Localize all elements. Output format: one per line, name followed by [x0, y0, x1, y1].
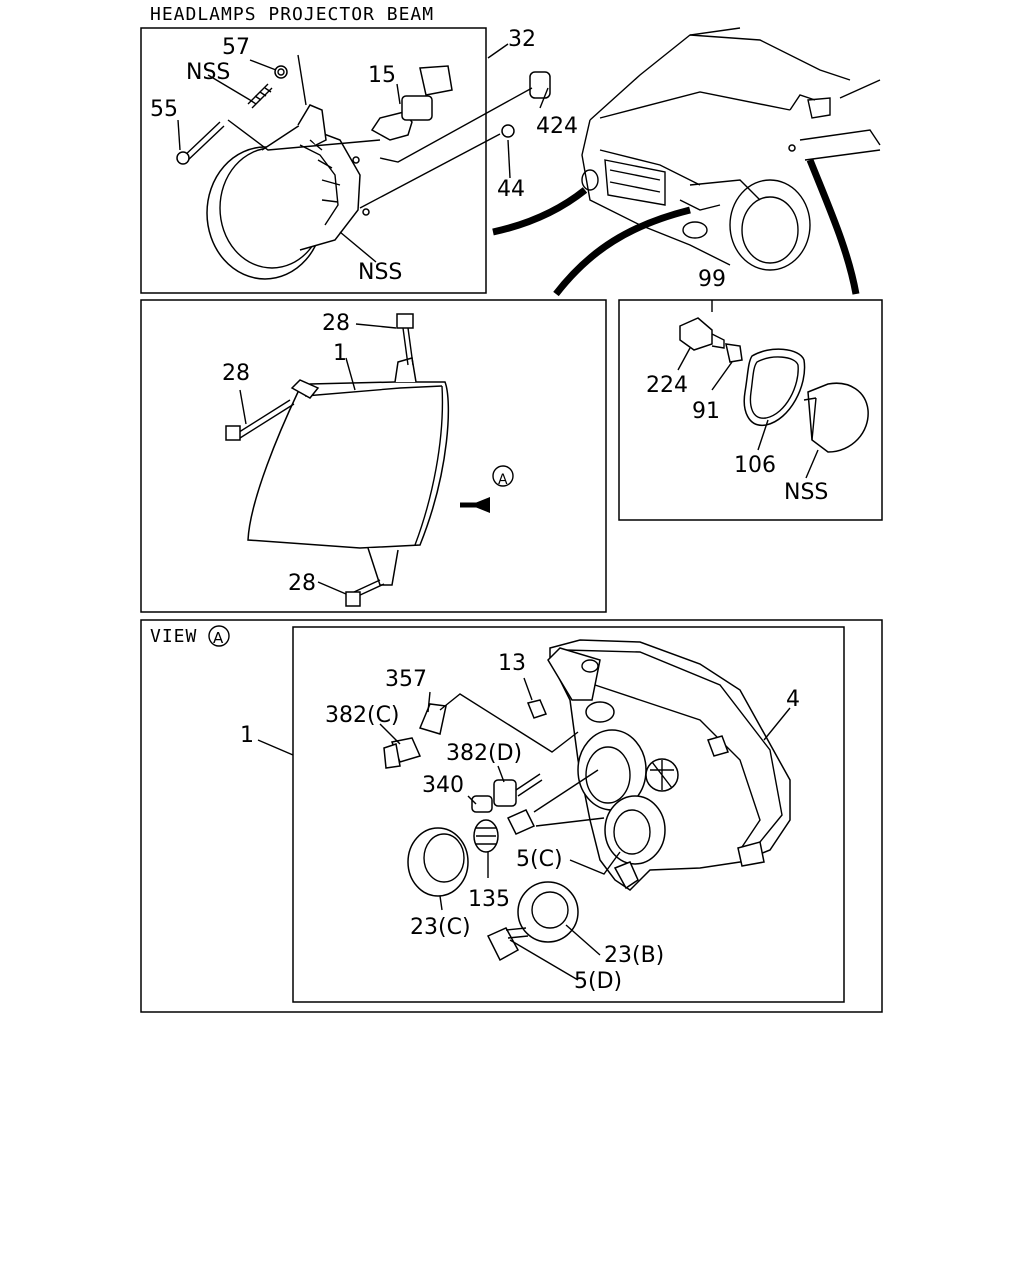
label-23b: 23(B)	[604, 943, 664, 968]
view-a-inner-panel	[292, 626, 845, 1003]
label-135: 135	[468, 887, 510, 912]
label-44-text: 44	[497, 177, 525, 202]
view-marker: A	[213, 629, 224, 647]
view-label: VIEW	[150, 626, 197, 647]
label-5c: 5(C)	[516, 847, 563, 872]
pointer-headlamp	[553, 206, 691, 297]
label-55: 55	[150, 97, 178, 122]
headlamp-housing-drawing	[257, 639, 791, 981]
label-1-view: 1	[240, 723, 254, 748]
label-32: 32	[508, 27, 536, 52]
view-arrow-marker: A	[498, 472, 508, 488]
label-382d: 382(D)	[446, 741, 522, 766]
label-nss-fog-top: NSS	[186, 60, 230, 85]
label-28-left: 28	[222, 361, 250, 386]
label-nss-side: NSS	[784, 480, 828, 505]
view-marker-circle	[208, 625, 230, 647]
label-15: 15	[368, 63, 396, 88]
label-357: 357	[385, 667, 427, 692]
diagram-title: HEADLAMPS PROJECTOR BEAM	[150, 4, 434, 25]
label-340: 340	[422, 773, 464, 798]
fog-lamp-panel	[140, 27, 487, 294]
side-marker-drawing	[677, 300, 869, 479]
headlamp-drawing	[225, 313, 514, 607]
label-57: 57	[222, 35, 250, 60]
label-13: 13	[498, 651, 526, 676]
label-424: 424	[536, 114, 578, 139]
label-28-top: 28	[322, 311, 350, 336]
pointer-side-marker	[806, 158, 860, 295]
label-4: 4	[786, 687, 800, 712]
label-23c: 23(C)	[410, 915, 471, 940]
label-nss-fog-bottom: NSS	[358, 260, 402, 285]
label-224: 224	[646, 373, 688, 398]
label-382c: 382(C)	[325, 703, 400, 728]
label-5d: 5(D)	[574, 969, 622, 994]
pointer-fog	[492, 187, 588, 236]
view-a-outer-panel	[140, 619, 883, 1013]
fog-lamp-drawing	[176, 43, 551, 280]
label-28-bottom: 28	[288, 571, 316, 596]
vehicle-sketch	[581, 27, 881, 271]
label-91: 91	[692, 399, 720, 424]
label-1-top: 1	[333, 341, 347, 366]
side-marker-panel	[618, 299, 883, 521]
label-99: 99	[698, 267, 726, 292]
label-106: 106	[734, 453, 776, 478]
headlamp-panel	[140, 299, 607, 613]
